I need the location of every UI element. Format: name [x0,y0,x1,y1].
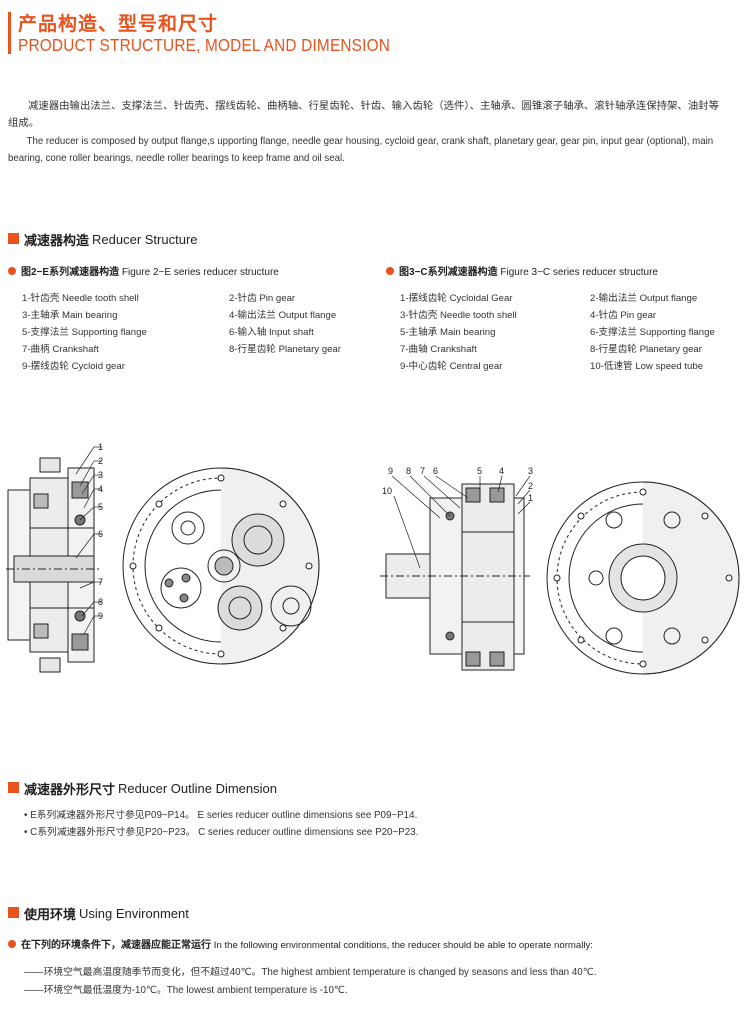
fig2-section-view [6,457,102,673]
part-item: 4-针齿 Pin gear [590,310,657,321]
part-item: 2-针齿 Pin gear [229,293,296,304]
fig3-section-view [380,483,530,671]
part-item: 6-支撑法兰 Supporting flange [590,327,715,338]
callout-label: 9 [388,466,393,476]
environment-line: ——环境空气最高温度随季节而变化，但不超过40℃。The highest amb… [24,967,597,978]
callout-label: 3 [98,470,103,480]
part-item: 8-行星齿轮 Planetary gear [590,344,702,355]
fig2-callouts: 1 2 3 4 5 6 7 8 9 [98,442,103,621]
part-item: 7-曲柄 Crankshaft [22,344,99,355]
section-heading-cn: 减速器外形尺寸 [24,782,116,797]
part-item: 5-主轴承 Main bearing [400,327,496,338]
fig2-caption: 图2−E系列减速器构造 Figure 2−E series reducer st… [8,263,279,278]
part-item: 8-行星齿轮 Planetary gear [229,344,341,355]
fig2-parts-col1: 1-针齿壳 Needle tooth shell 3-主轴承 Main bear… [22,290,147,375]
section-heading-cn: 使用环境 [24,907,77,922]
part-item: 9-中心齿轮 Central gear [400,361,503,372]
intro-paragraph-en: The reducer is composed by output flange… [8,136,714,164]
callout-label: 10 [382,486,392,496]
fig2-front-view [122,467,320,665]
section-heading-en: Reducer Outline Dimension [118,781,277,796]
fig3-parts-col2: 2-输出法兰 Output flange 4-针齿 Pin gear 6-支撑法… [590,290,715,375]
callout-label: 2 [98,456,103,466]
callout-label: 2 [528,481,533,491]
fig2-drawing: 1 2 3 4 5 6 7 8 9 [6,442,320,673]
part-item: 3-针齿壳 Needle tooth shell [400,310,517,321]
fig3-caption-en: Figure 3−C series reducer structure [500,267,658,278]
list-item-text: C系列减速器外形尺寸参见P20~P23。 C series reducer ou… [30,827,419,838]
section-square-icon [8,233,19,244]
callout-label: 4 [98,484,103,494]
part-item: 4-输出法兰 Output flange [229,310,337,321]
part-item: 2-输出法兰 Output flange [590,293,698,304]
callout-label: 6 [98,529,103,539]
fig2-leaders [75,446,102,635]
callout-label: 7 [98,577,103,587]
callout-label: 6 [433,466,438,476]
callout-label: 9 [98,611,103,621]
part-item: 5-支撑法兰 Supporting flange [22,327,147,338]
callout-label: 3 [528,466,533,476]
intro-paragraph-cn: 减速器由输出法兰、支撑法兰、针齿壳、摆线齿轮、曲柄轴、行星齿轮、针齿、输入齿轮（… [8,101,719,129]
part-item: 7-曲轴 Crankshaft [400,344,477,355]
callout-label: 7 [420,466,425,476]
section-square-icon [8,907,19,918]
part-item: 10-低速管 Low speed tube [590,361,704,372]
bullet-dot-icon [386,267,394,276]
fig2-caption-cn: 图2−E系列减速器构造 [21,267,120,278]
fig3-caption-cn: 图3−C系列减速器构造 [399,267,498,278]
bullet-dot-icon [8,940,16,949]
fig3-leaders [391,475,531,569]
callout-label: 5 [477,466,482,476]
fig3-parts-col1: 1-摆线齿轮 Cycloidal Gear 3-针齿壳 Needle tooth… [400,290,517,375]
environment-line: ——环境空气最低温度为-10℃。The lowest ambient tempe… [24,985,348,996]
fig2-parts-col2: 2-针齿 Pin gear 4-输出法兰 Output flange 6-输入轴… [229,290,341,358]
section-heading-en: Using Environment [79,906,189,921]
callout-label: 8 [406,466,411,476]
fig2-bolt-holes [129,474,313,658]
section-heading-en: Reducer Structure [92,232,198,247]
part-item: 3-主轴承 Main bearing [22,310,118,321]
callout-label: 1 [528,493,533,503]
section-square-icon [8,782,19,793]
environment-lead-en: In the following environmental condition… [213,940,593,951]
page-title-en: PRODUCT STRUCTURE, MODEL AND DIMENSION [18,35,391,55]
part-item: 6-输入轴 Input shaft [229,327,314,338]
part-item: 1-针齿壳 Needle tooth shell [22,293,139,304]
fig3-front-view [546,481,740,675]
section-heading-cn: 减速器构造 [24,233,90,248]
list-item-text: E系列减速器外形尺寸参见P09~P14。 E series reducer ou… [30,810,418,821]
callout-label: 4 [499,466,504,476]
fig3-drawing: 9 8 7 6 5 4 3 10 2 1 [380,466,740,675]
callout-label: 5 [98,502,103,512]
bullet-dot-icon [8,267,16,276]
fig2-caption-en: Figure 2−E series reducer structure [121,267,279,278]
fig3-bolt-holes [553,488,733,668]
fig3-caption: 图3−C系列减速器构造 Figure 3−C series reducer st… [386,263,658,278]
environment-lead: 在下列的环境条件下，减速器应能正常运行 In the following env… [8,936,593,951]
callout-label: 8 [98,597,103,607]
list-item: • C系列减速器外形尺寸参见P20~P23。 C series reducer … [24,827,419,838]
page-title-cn: 产品构造、型号和尺寸 [18,14,219,35]
title-accent-bar [8,12,11,54]
part-item: 9-摆线齿轮 Cycloid gear [22,361,125,372]
part-item: 1-摆线齿轮 Cycloidal Gear [400,293,513,304]
callout-label: 1 [98,442,103,452]
list-item: • E系列减速器外形尺寸参见P09~P14。 E series reducer … [24,810,418,821]
environment-lead-cn: 在下列的环境条件下，减速器应能正常运行 [21,940,211,951]
outline-list: • E系列减速器外形尺寸参见P09~P14。 E series reducer … [24,807,418,841]
fig3-callouts: 9 8 7 6 5 4 3 10 2 1 [382,466,533,503]
